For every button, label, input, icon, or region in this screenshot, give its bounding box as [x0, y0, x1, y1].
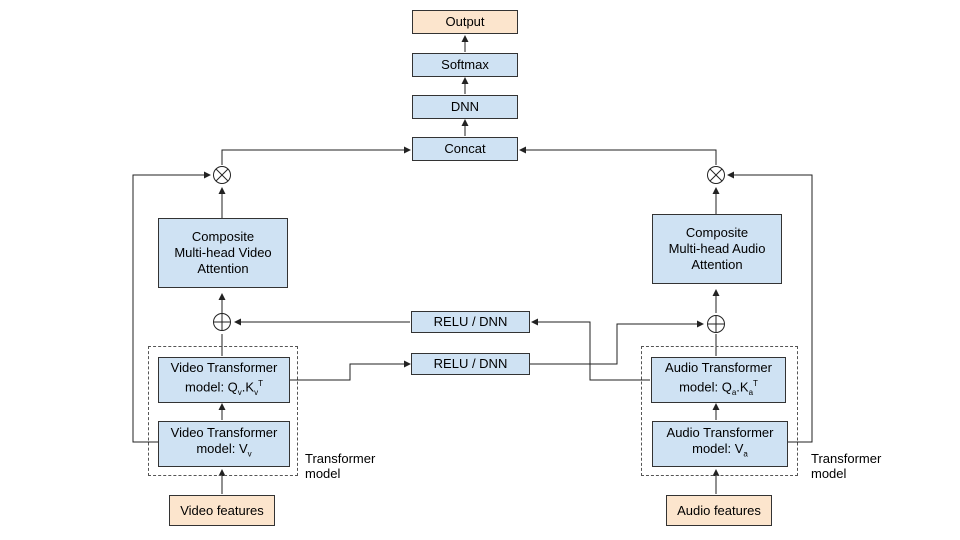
video-v-sub: v [247, 449, 252, 459]
audio-v-line1: Audio Transformer [666, 425, 774, 441]
video-qk-prefix: model: Q [185, 378, 238, 394]
video-attention-line3: Attention [197, 261, 249, 276]
video-group-label-line2: model [305, 466, 341, 481]
dnn-node: DNN [412, 95, 518, 119]
concat-label: Concat [444, 141, 486, 156]
audio-group-label-line2: model [811, 466, 847, 481]
video-qk-line2: model: Qv.KvT [185, 376, 263, 401]
video-attention-node: Composite Multi-head Video Attention [158, 218, 288, 288]
add-icon-audio [707, 315, 725, 333]
audio-v-prefix: model: V [692, 441, 744, 457]
audio-group-label-line1: Transformer [811, 451, 882, 466]
video-qk-sub-k: v [254, 387, 259, 397]
softmax-label: Softmax [441, 57, 489, 72]
multiply-icon-video [213, 166, 231, 184]
audio-transformer-v-node: Audio Transformer model: Va [652, 421, 788, 467]
video-transformer-group [148, 346, 298, 476]
video-group-label-line1: Transformer [305, 451, 376, 466]
video-qk-sup-t: T [258, 378, 263, 388]
relu-dnn-bottom-node: RELU / DNN [411, 353, 530, 375]
audio-attention-line1: Composite [685, 225, 749, 240]
audio-qk-sub-q: a [731, 387, 737, 397]
audio-qk-line1: Audio Transformer [665, 359, 772, 375]
audio-features-label: Audio features [677, 502, 761, 518]
audio-qk-prefix: model: Q [679, 378, 732, 394]
relu-dnn-top-node: RELU / DNN [411, 311, 530, 333]
video-qk-k: .K [241, 378, 255, 394]
concat-node: Concat [412, 137, 518, 161]
audio-transformer-group [641, 346, 798, 476]
video-attention-line1: Composite [191, 229, 255, 244]
audio-v-sub: a [743, 449, 748, 459]
video-v-line2: model: Vv [196, 441, 251, 463]
audio-features-node: Audio features [666, 495, 772, 526]
audio-transformer-qk-node: Audio Transformer model: Qa.KaT [651, 357, 786, 403]
audio-qk-k: .K [736, 378, 749, 394]
video-transformer-qk-node: Video Transformer model: Qv.KvT [158, 357, 290, 403]
video-transformer-v-node: Video Transformer model: Vv [158, 421, 290, 467]
audio-attention-line3: Attention [691, 257, 743, 272]
video-qk-line1: Video Transformer [170, 359, 278, 375]
video-qk-sub-q: v [237, 387, 242, 397]
audio-group-label: Transformer model [811, 451, 881, 481]
output-label: Output [445, 14, 485, 29]
output-node: Output [412, 10, 518, 34]
video-group-label: Transformer model [305, 451, 375, 481]
audio-v-line2: model: Va [692, 441, 748, 463]
multiply-icon-audio [707, 166, 725, 184]
video-v-line1: Video Transformer [170, 425, 278, 441]
relu-top-label: RELU / DNN [433, 314, 508, 329]
softmax-node: Softmax [412, 53, 518, 77]
audio-attention-node: Composite Multi-head Audio Attention [652, 214, 782, 284]
video-attention-line2: Multi-head Video [174, 245, 272, 260]
video-features-node: Video features [169, 495, 275, 526]
relu-bottom-label: RELU / DNN [433, 356, 508, 371]
audio-qk-sup-t: T [753, 378, 758, 388]
dnn-label: DNN [450, 99, 480, 114]
audio-attention-line2: Multi-head Audio [668, 241, 766, 256]
audio-qk-sub-k: a [748, 387, 754, 397]
video-features-label: Video features [180, 502, 264, 518]
add-icon-video [213, 313, 231, 331]
video-v-prefix: model: V [196, 441, 248, 457]
audio-qk-line2: model: Qa.KaT [679, 376, 758, 401]
